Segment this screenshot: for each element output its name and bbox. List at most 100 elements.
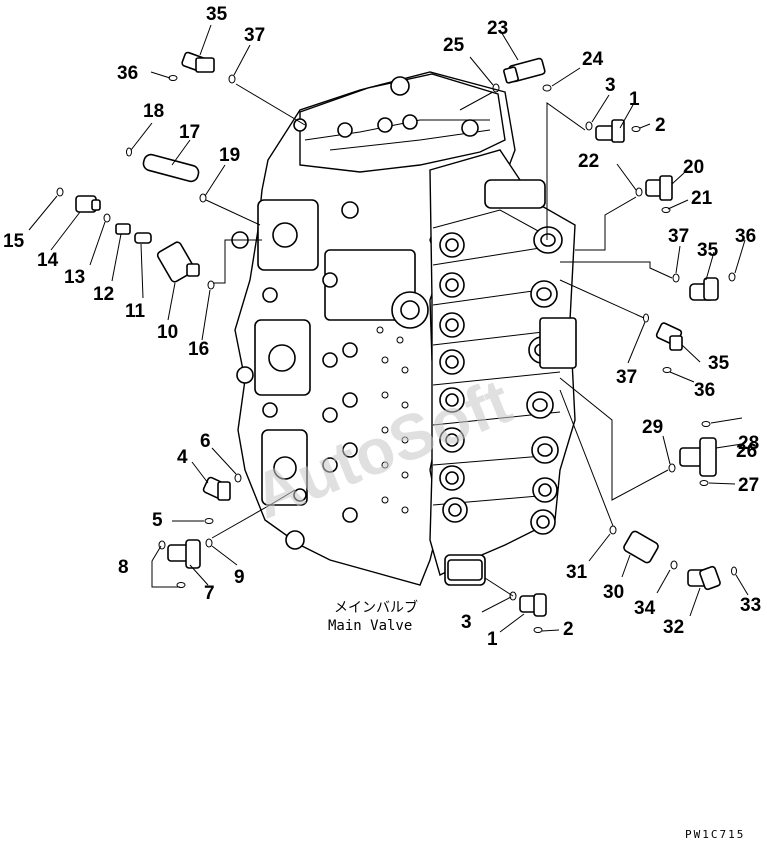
o-ring-6: [234, 473, 242, 483]
o-ring-36-top: [168, 75, 178, 81]
part-label: 26: [736, 441, 757, 462]
caption-japanese: メインバルブ: [334, 599, 418, 615]
part-label: 3: [461, 612, 472, 633]
spool-caps: [484, 179, 577, 535]
main-valve-body: [231, 71, 577, 586]
part-label: 37: [616, 367, 637, 388]
part-label: 33: [740, 595, 761, 616]
part-number-labels: 35 37 36 23 25 24 3 1 2 18 17 19 22 20 2…: [3, 4, 761, 650]
o-ring-22: [635, 187, 643, 197]
o-ring-37-right: [672, 273, 680, 283]
part-label: 12: [93, 284, 114, 305]
part-label: 28: [738, 433, 759, 454]
part-label: 8: [118, 557, 129, 578]
part-label: 18: [143, 101, 164, 122]
poppet-11: [134, 232, 152, 244]
part-label: 2: [563, 619, 574, 640]
o-ring-34: [670, 560, 678, 570]
part-label: 22: [578, 151, 599, 172]
o-ring-37-mid: [643, 313, 649, 323]
o-ring-16: [207, 280, 215, 290]
plug-10: [156, 241, 200, 283]
part-label: 37: [244, 25, 265, 46]
o-ring-19: [199, 193, 207, 203]
part-label: 13: [64, 267, 85, 288]
o-ring-8a: [158, 540, 166, 550]
part-label: 36: [117, 63, 138, 84]
body-holes: [376, 326, 409, 514]
o-ring-25: [492, 83, 500, 93]
part-label: 7: [204, 583, 215, 604]
part-label: 29: [642, 417, 663, 438]
plug-17: [142, 153, 200, 183]
tee-fitting-26: [679, 437, 717, 477]
part-label: 30: [603, 582, 624, 603]
part-label: 35: [697, 240, 719, 261]
drawing-code: PW1C715: [685, 828, 745, 841]
plug-30: [623, 530, 659, 564]
part-label: 4: [177, 447, 188, 468]
o-ring-28: [701, 421, 711, 427]
o-ring-13: [103, 213, 111, 223]
o-ring-29: [668, 463, 676, 473]
left-covers: [231, 199, 429, 550]
o-ring-15: [56, 187, 64, 197]
leader-lines: [28, 24, 749, 633]
elbow-fitting-1-bottom: [519, 593, 547, 617]
part-label: 1: [487, 629, 498, 650]
part-label: 14: [37, 250, 59, 271]
o-ring-21: [661, 207, 671, 213]
part-label: 27: [738, 475, 759, 496]
o-ring-3-bottom: [509, 591, 517, 601]
o-ring-36-mid: [662, 367, 672, 373]
o-ring-27: [699, 480, 709, 486]
part-label: 2: [655, 115, 666, 136]
valve-port-row: [439, 232, 468, 523]
caption-english: Main Valve: [328, 618, 412, 634]
tee-fitting-20: [645, 175, 673, 201]
part-label: 21: [691, 188, 713, 209]
part-label: 23: [487, 18, 508, 39]
o-ring-3-top: [585, 121, 593, 131]
tee-fitting-7: [167, 539, 201, 569]
spring-12: [115, 223, 131, 235]
part-label: 15: [3, 231, 25, 252]
o-ring-36-right: [728, 272, 736, 282]
connector-14: [75, 195, 101, 213]
part-label: 9: [234, 567, 245, 588]
part-label: 3: [605, 75, 616, 96]
part-label: 6: [200, 431, 211, 452]
elbow-fitting-35-top: [181, 51, 215, 73]
part-label: 17: [179, 122, 200, 143]
part-label: 1: [629, 89, 640, 110]
o-ring-31: [609, 525, 617, 535]
o-ring-24: [542, 84, 552, 92]
part-label: 10: [157, 322, 178, 343]
elbow-fitting-35-right: [689, 277, 719, 301]
o-ring-5: [204, 518, 214, 524]
part-label: 32: [663, 617, 684, 638]
part-label: 25: [443, 35, 465, 56]
part-label: 36: [735, 226, 756, 247]
part-label: 37: [668, 226, 689, 247]
part-label: 36: [694, 380, 715, 401]
part-label: 35: [708, 353, 730, 374]
part-label: 31: [566, 562, 588, 583]
o-ring-2-bottom: [533, 627, 543, 633]
part-label: 34: [634, 598, 656, 619]
elbow-fitting-32: [687, 565, 721, 591]
o-ring-33: [731, 566, 737, 576]
o-ring-8b: [176, 582, 186, 588]
part-label: 35: [206, 4, 228, 25]
o-ring-9: [205, 538, 213, 548]
o-ring-37-top: [228, 74, 236, 84]
connector-35-mid: [655, 322, 683, 351]
part-label: 11: [125, 301, 146, 322]
part-label: 19: [219, 145, 240, 166]
o-ring-18: [126, 147, 132, 157]
elbow-fitting-4: [202, 476, 231, 501]
part-label: 16: [188, 339, 209, 360]
part-label: 5: [152, 510, 163, 531]
